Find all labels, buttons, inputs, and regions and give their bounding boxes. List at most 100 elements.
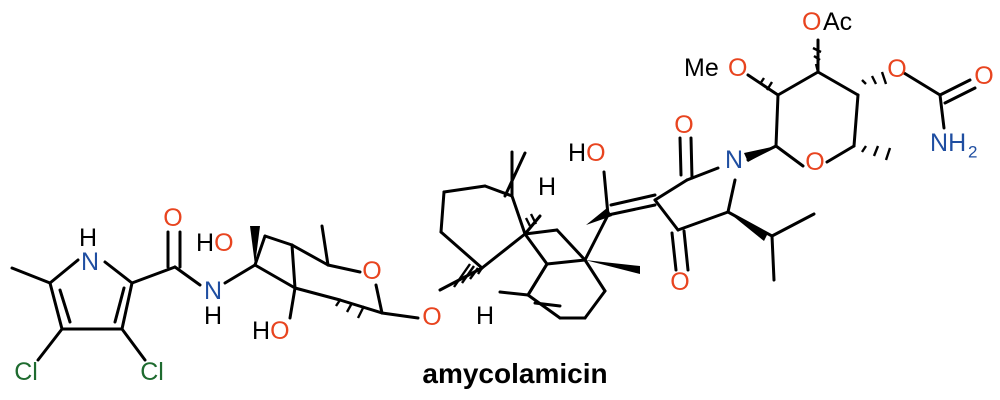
carbonyl-bond (682, 229, 690, 272)
ring-bond (676, 210, 730, 232)
methyl-bond (320, 224, 330, 267)
ring-bond (338, 298, 384, 315)
ring-fusion-h-lower: H (476, 302, 494, 330)
pyrrole-double-bond (113, 286, 126, 324)
amide-nitrogen: N (204, 277, 222, 305)
ring-bond (526, 262, 549, 297)
hash-bond (524, 217, 532, 227)
carbamate-bond (902, 71, 942, 97)
tetramic-nitrogen: N (725, 146, 743, 174)
pyrrole-bond (48, 258, 80, 285)
chlorine-left: Cl (14, 358, 38, 386)
methoxy-me: Me (684, 54, 719, 82)
hash-bond (814, 63, 820, 73)
ring-bond (293, 286, 342, 302)
amide-nh-h: H (204, 302, 222, 330)
nh2-h: H (948, 129, 966, 157)
nh2-subscript: 2 (968, 143, 977, 162)
amide-bond (223, 263, 257, 285)
atom-labels: H N Cl Cl O N H HO HO O O H H HO O O N M… (14, 8, 994, 386)
ring-bond (290, 243, 330, 267)
acetoxy-oxygen: O (802, 8, 821, 36)
carbonyl-bond (670, 231, 678, 272)
ring-bond (526, 293, 562, 320)
hash-bond (759, 77, 765, 85)
carbonyl-bond (678, 136, 683, 177)
hash-bond (884, 147, 892, 161)
tetramic-oxygen-bottom: O (670, 268, 689, 296)
carbamate-oxygen-link: O (887, 55, 906, 83)
hash-bond (461, 265, 475, 284)
c-oh-bond (288, 286, 297, 320)
ring-bond (290, 243, 297, 290)
ring-bond (374, 283, 384, 315)
hash-bond (765, 81, 774, 91)
amide-bond (130, 265, 177, 285)
ring-bond (776, 70, 820, 97)
h-bond (498, 290, 530, 297)
pyrrole-n: N (81, 248, 99, 276)
ring-fusion-h-upper: H (538, 173, 556, 201)
ring-bond (480, 232, 527, 270)
hash-bond (335, 299, 341, 307)
isopropyl-bond (770, 234, 776, 282)
chlorine-right: Cl (140, 358, 164, 386)
hash-bond (477, 267, 483, 275)
hash-bond (813, 55, 821, 61)
wedge-bond (586, 208, 612, 225)
ring-bond (825, 144, 856, 164)
pyrrole-bond (48, 281, 64, 331)
enol-bond (602, 170, 610, 217)
ring-bond (774, 93, 780, 148)
carbamate-n-bond (938, 93, 946, 130)
c-cl-bond (120, 327, 147, 362)
ho-top-h: H (196, 229, 214, 257)
wedge-bond (250, 226, 260, 265)
hydroxyl-top: HO (196, 229, 234, 257)
compound-name: amycolamicin (422, 358, 607, 389)
ring-bond (545, 258, 587, 266)
wedge-bond (744, 146, 776, 162)
pyrrole-bond (120, 281, 134, 331)
glycoside-oxygen: O (422, 303, 441, 331)
hash-bond (861, 145, 867, 153)
sugar2-ring-oxygen: O (805, 148, 824, 176)
exo-double-bond (606, 203, 657, 217)
hash-bond (861, 79, 867, 85)
carbamate-carbonyl (938, 78, 972, 97)
ring-bond (852, 93, 860, 148)
acyl-bond (583, 213, 610, 262)
ring-bond (253, 263, 297, 290)
hydroxyl-bottom: HO (252, 317, 290, 345)
ring-bond (653, 198, 680, 232)
ring-bond (816, 70, 860, 97)
ring-bond (326, 263, 362, 274)
wedge-bond (728, 212, 768, 241)
methyl-bond (10, 266, 52, 285)
methoxy-oxygen: O (728, 54, 747, 82)
isopropyl-bond (770, 212, 816, 238)
hash-bond (529, 213, 538, 225)
nh2-group: NH (930, 129, 966, 157)
enol-o: O (586, 139, 605, 167)
c-cl-bond (36, 327, 64, 362)
hash-bond (812, 46, 822, 54)
bond-lines (10, 38, 977, 362)
ring-bond (439, 190, 446, 234)
amide-bond (173, 265, 202, 287)
hash-bond (872, 145, 880, 157)
carbonyl-bond (689, 136, 694, 180)
pyrrole-double-bond (58, 288, 72, 324)
hash-bond (356, 305, 366, 319)
pyrrole-bond (103, 260, 134, 285)
hash-bond (880, 71, 888, 85)
ring-bond (523, 228, 559, 236)
ring-bond (726, 178, 737, 214)
ring-bond (774, 144, 805, 168)
ho-bottom-o: O (270, 317, 289, 345)
hash-bond (345, 302, 354, 313)
c-ome-bond (746, 73, 780, 97)
ring-bond (442, 184, 487, 194)
ho-bottom-h: H (252, 317, 270, 345)
tetramic-oxygen-top: O (674, 111, 693, 139)
